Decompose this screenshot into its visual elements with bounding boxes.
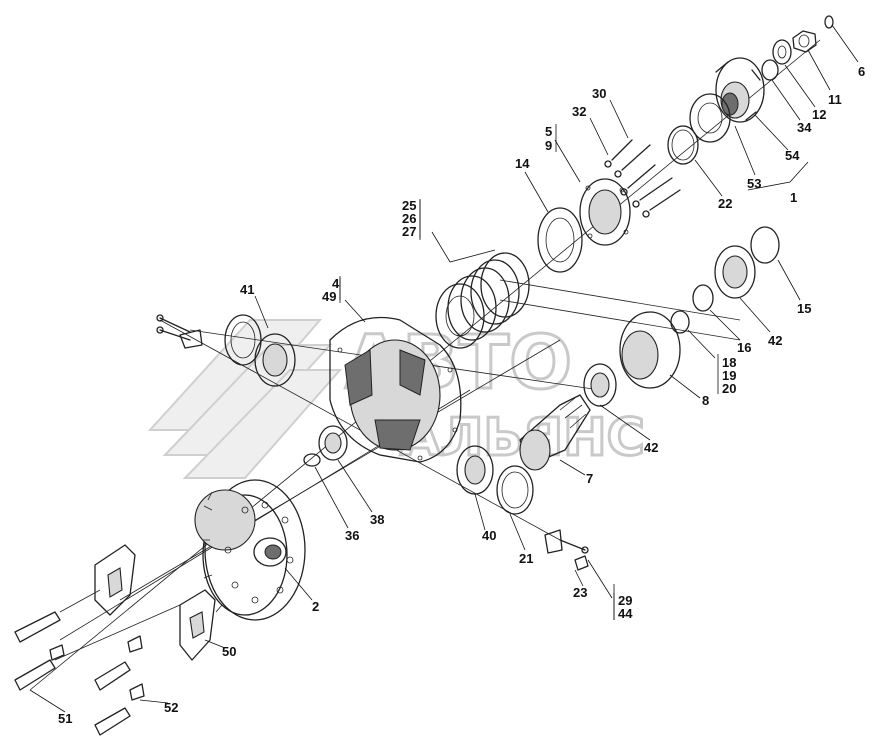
callout-42a: 42 bbox=[768, 333, 782, 348]
callout-7: 7 bbox=[586, 471, 593, 486]
part-8-cage bbox=[619, 311, 681, 389]
part-12-washer bbox=[772, 39, 792, 65]
part-52-locks bbox=[49, 635, 145, 701]
callout-20: 20 bbox=[722, 381, 736, 396]
callout-26: 26 bbox=[402, 211, 416, 226]
callout-1: 1 bbox=[790, 190, 797, 205]
callout-23: 23 bbox=[573, 585, 587, 600]
callout-27: 27 bbox=[402, 224, 416, 239]
callout-2: 2 bbox=[312, 599, 319, 614]
part-7-pinion bbox=[519, 394, 591, 471]
callout-5: 5 bbox=[545, 124, 552, 139]
callout-6: 6 bbox=[858, 64, 865, 79]
part-50-cap-lower bbox=[179, 589, 216, 661]
callout-22: 22 bbox=[718, 196, 732, 211]
callout-12: 12 bbox=[812, 107, 826, 122]
callout-54: 54 bbox=[785, 148, 800, 163]
callout-34: 34 bbox=[797, 120, 812, 135]
part-41-bearing bbox=[254, 333, 296, 387]
callout-44: 44 bbox=[618, 606, 633, 621]
part-34-ring bbox=[761, 59, 779, 81]
label-brackets bbox=[339, 124, 719, 620]
callout-18: 18 bbox=[722, 355, 736, 370]
callout-16: 16 bbox=[737, 340, 751, 355]
watermark: АВТО АЛЬЯНС bbox=[147, 319, 646, 479]
part-41-seal bbox=[224, 314, 262, 366]
callout-41: 41 bbox=[240, 282, 254, 297]
callout-labels: 30 32 5 9 14 25 26 27 6 11 12 34 54 53 2… bbox=[58, 64, 865, 726]
part-6-cotter bbox=[824, 15, 834, 29]
callout-50: 50 bbox=[222, 644, 236, 659]
callout-29: 29 bbox=[618, 593, 632, 608]
part-54-seal bbox=[689, 93, 731, 143]
callout-9: 9 bbox=[545, 138, 552, 153]
bracket-upper-left bbox=[156, 314, 203, 349]
part-50-cap-upper bbox=[94, 544, 136, 616]
part-42-bearing-lower bbox=[583, 363, 617, 407]
shim-stack bbox=[435, 252, 530, 349]
callout-4: 4 bbox=[332, 276, 340, 291]
bolts-30 bbox=[604, 139, 681, 218]
part-15-shim bbox=[750, 226, 780, 264]
part-11-nut bbox=[792, 30, 817, 53]
part-22-oring bbox=[667, 125, 699, 165]
part-53-flange bbox=[715, 57, 765, 123]
part-14-gasket bbox=[537, 207, 583, 273]
callout-30: 30 bbox=[592, 86, 606, 101]
callout-32: 32 bbox=[572, 104, 586, 119]
callout-42b: 42 bbox=[644, 440, 658, 455]
callout-36: 36 bbox=[345, 528, 359, 543]
callout-25: 25 bbox=[402, 198, 416, 213]
callout-14: 14 bbox=[515, 156, 530, 171]
part-23-lockplate bbox=[544, 529, 589, 571]
part-16-ring bbox=[692, 284, 714, 312]
callout-53: 53 bbox=[747, 176, 761, 191]
part-36-snapring bbox=[303, 453, 321, 467]
callout-40: 40 bbox=[482, 528, 496, 543]
callout-49: 49 bbox=[322, 289, 336, 304]
part-51-bolts bbox=[14, 589, 181, 736]
carrier-housing bbox=[329, 316, 462, 463]
callout-11: 11 bbox=[828, 92, 842, 107]
part-21-cup bbox=[496, 465, 534, 515]
callout-21: 21 bbox=[519, 551, 533, 566]
callout-8: 8 bbox=[702, 393, 709, 408]
callout-19: 19 bbox=[722, 368, 736, 383]
part-2-ring-gear bbox=[194, 479, 306, 621]
part-38-bearing bbox=[318, 425, 348, 461]
callout-15: 15 bbox=[797, 301, 811, 316]
callout-51: 51 bbox=[58, 711, 72, 726]
callout-38: 38 bbox=[370, 512, 384, 527]
part-42-bearing bbox=[714, 245, 756, 299]
callout-52: 52 bbox=[164, 700, 178, 715]
part-5-housing bbox=[579, 178, 631, 246]
